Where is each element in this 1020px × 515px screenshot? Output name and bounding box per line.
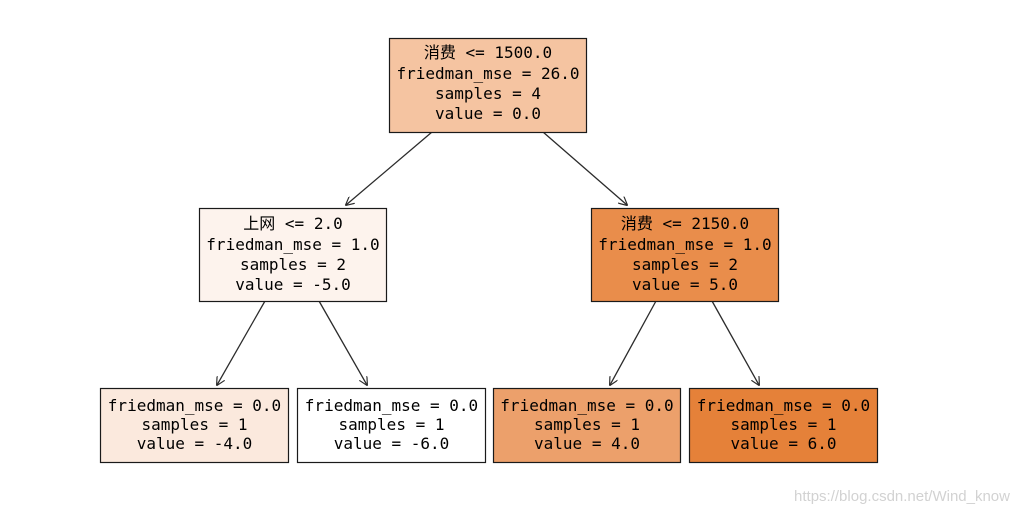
node-samples: samples = 2 bbox=[240, 255, 346, 274]
node-friedman-mse: friedman_mse = 0.0 bbox=[305, 396, 478, 415]
node-samples: samples = 1 bbox=[534, 415, 640, 434]
node-box bbox=[388, 37, 588, 134]
node-split-condition: 消费 <= 2150.0 bbox=[621, 214, 749, 233]
node-box bbox=[688, 387, 879, 464]
edge-left-to-leaf-1 bbox=[217, 300, 266, 385]
tree-leaf-4: friedman_mse = 0.0 samples = 1 value = 6… bbox=[688, 387, 879, 464]
tree-node-right: 消费 <= 2150.0 friedman_mse = 1.0 samples … bbox=[590, 207, 780, 303]
tree-leaf-3: friedman_mse = 0.0 samples = 1 value = 4… bbox=[492, 387, 682, 464]
node-value: value = -4.0 bbox=[137, 434, 253, 453]
tree-leaf-2: friedman_mse = 0.0 samples = 1 value = -… bbox=[296, 387, 487, 464]
node-samples: samples = 1 bbox=[731, 415, 837, 434]
node-box bbox=[296, 387, 487, 464]
node-samples: samples = 1 bbox=[339, 415, 445, 434]
node-samples: samples = 2 bbox=[632, 255, 738, 274]
node-friedman-mse: friedman_mse = 0.0 bbox=[697, 396, 870, 415]
edge-left-to-leaf-2 bbox=[318, 300, 367, 385]
tree-node-left: 上网 <= 2.0 friedman_mse = 1.0 samples = 2… bbox=[198, 207, 388, 303]
node-split-condition: 消费 <= 1500.0 bbox=[424, 43, 552, 62]
edge-right-to-leaf-4 bbox=[711, 300, 759, 385]
node-friedman-mse: friedman_mse = 1.0 bbox=[206, 235, 379, 254]
node-value: value = 5.0 bbox=[632, 275, 738, 294]
node-box bbox=[590, 207, 780, 303]
node-friedman-mse: friedman_mse = 0.0 bbox=[500, 396, 673, 415]
edge-right-to-leaf-3 bbox=[610, 300, 657, 385]
tree-leaf-1: friedman_mse = 0.0 samples = 1 value = -… bbox=[99, 387, 290, 464]
node-box bbox=[492, 387, 682, 464]
watermark-url: https://blog.csdn.net/Wind_know bbox=[794, 488, 1010, 505]
node-value: value = 6.0 bbox=[731, 434, 837, 453]
node-friedman-mse: friedman_mse = 1.0 bbox=[598, 235, 771, 254]
node-value: value = -5.0 bbox=[235, 275, 351, 294]
node-samples: samples = 4 bbox=[435, 84, 541, 103]
node-box bbox=[99, 387, 290, 464]
node-friedman-mse: friedman_mse = 0.0 bbox=[108, 396, 281, 415]
node-value: value = -6.0 bbox=[334, 434, 450, 453]
edge-root-to-left bbox=[346, 131, 433, 205]
tree-node-root: 消费 <= 1500.0 friedman_mse = 26.0 samples… bbox=[388, 37, 588, 134]
node-split-condition: 上网 <= 2.0 bbox=[243, 214, 342, 233]
node-friedman-mse: friedman_mse = 26.0 bbox=[396, 64, 579, 83]
node-value: value = 0.0 bbox=[435, 104, 541, 123]
tree-edges bbox=[217, 131, 759, 385]
node-box bbox=[198, 207, 388, 303]
node-samples: samples = 1 bbox=[142, 415, 248, 434]
node-value: value = 4.0 bbox=[534, 434, 640, 453]
edge-root-to-right bbox=[542, 131, 627, 205]
